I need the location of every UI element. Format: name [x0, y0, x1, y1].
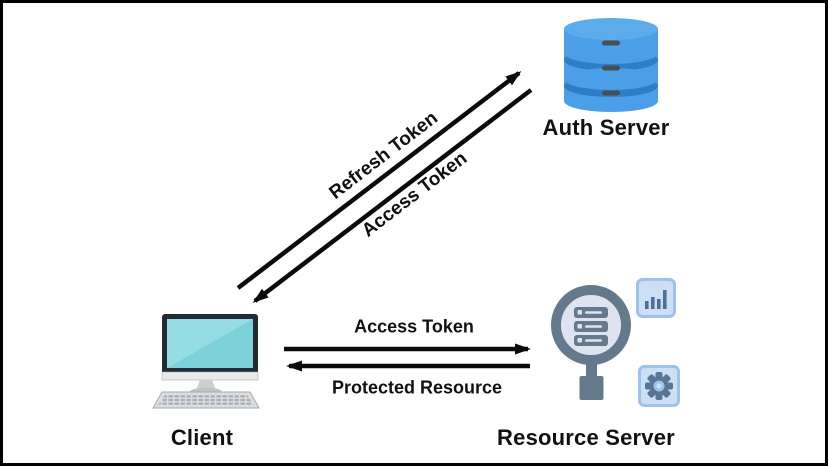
access-token-resource-edge-label: Access Token	[354, 316, 474, 337]
database-icon	[564, 18, 658, 112]
protected-resource-edge-label: Protected Resource	[331, 377, 503, 398]
desktop-computer-icon	[152, 314, 260, 409]
gear-icon	[638, 365, 680, 407]
auth-server-label: Auth Server	[542, 115, 670, 140]
refresh-token-arrow	[236, 71, 522, 290]
magnifier-server-icon	[551, 285, 631, 400]
bar-chart-icon	[636, 278, 676, 318]
resource-server-label: Resource Server	[497, 425, 675, 450]
server-stack-icon	[574, 307, 608, 346]
client-label: Client	[170, 425, 234, 450]
access-token-to-client-arrow	[252, 88, 533, 303]
